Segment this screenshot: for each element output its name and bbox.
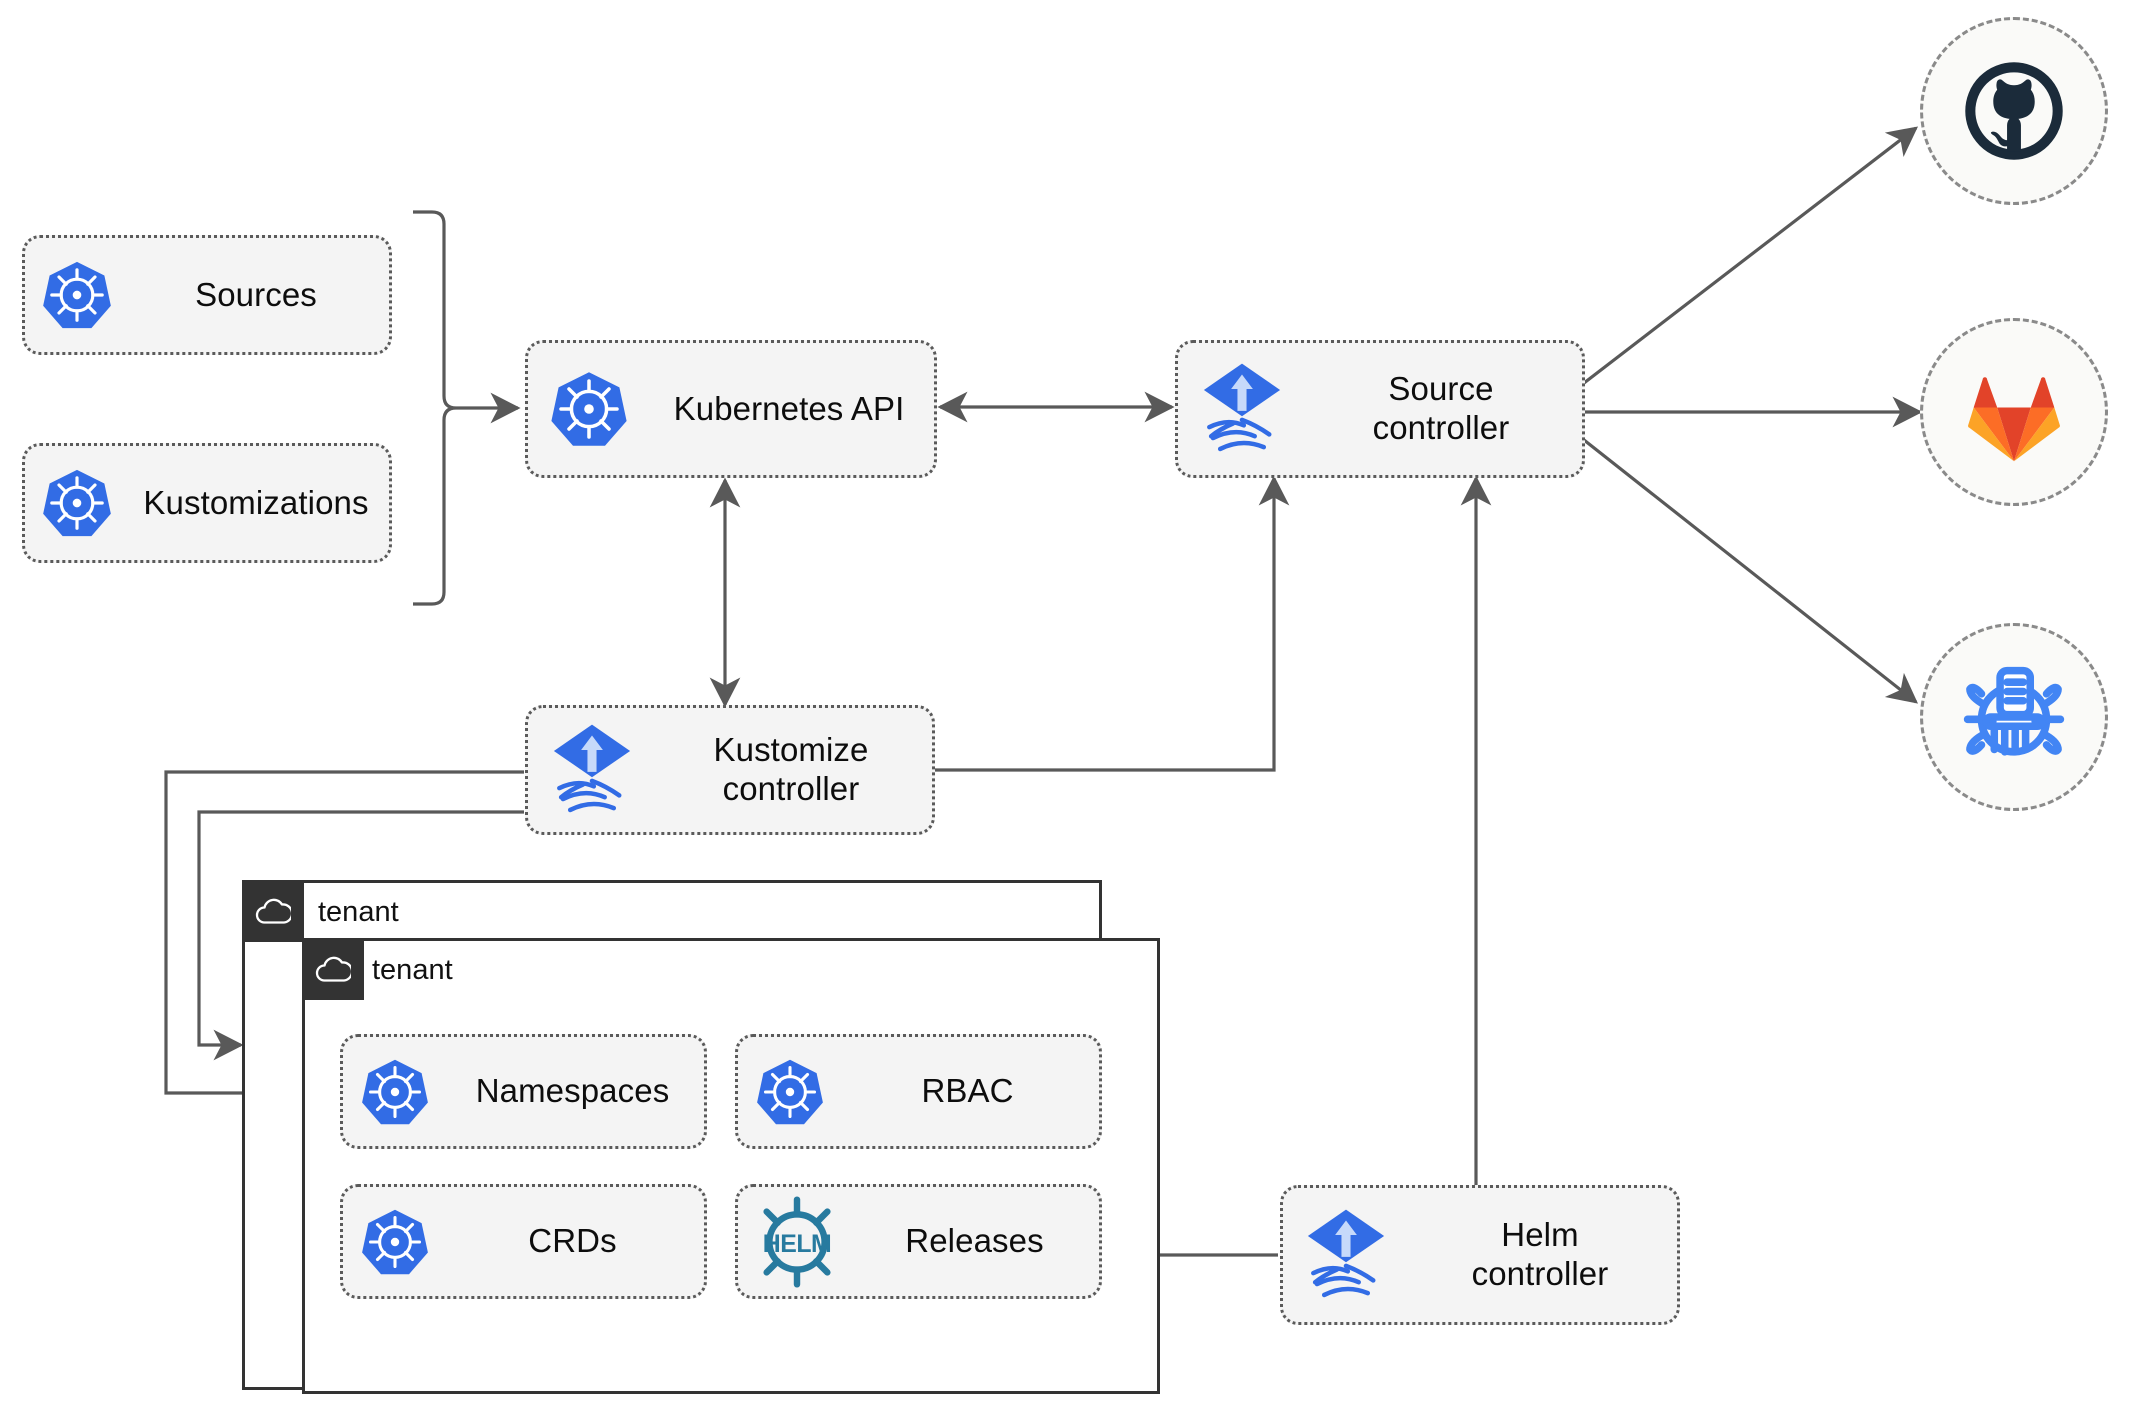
node-helm-controller[interactable]: Helm controller: [1280, 1185, 1680, 1325]
node-kustomizations[interactable]: Kustomizations: [22, 443, 392, 563]
kubernetes-icon: [25, 467, 129, 539]
remote-gitlab[interactable]: [1920, 318, 2108, 506]
node-label: Sources: [195, 275, 317, 313]
node-crds[interactable]: CRDs: [340, 1184, 707, 1299]
node-label: Kustomizations: [143, 483, 369, 521]
node-label: Kustomize controller: [713, 731, 869, 807]
tenant-tab-front: [302, 938, 364, 1000]
cloud-icon: [255, 898, 291, 924]
github-icon: [1965, 62, 2063, 160]
node-label: CRDs: [528, 1222, 617, 1260]
kubernetes-icon: [343, 1207, 447, 1277]
tenant-label-front: tenant: [372, 954, 453, 986]
flux-icon: [1283, 1206, 1409, 1304]
kubernetes-icon: [738, 1057, 842, 1127]
node-rbac[interactable]: RBAC: [735, 1034, 1102, 1149]
edge-source-github: [1583, 126, 1919, 385]
node-releases[interactable]: HELM Releases: [735, 1184, 1102, 1299]
cloud-icon: [315, 956, 351, 982]
node-label: Releases: [905, 1222, 1044, 1260]
svg-text:HELM: HELM: [763, 1231, 832, 1258]
node-sources[interactable]: Sources: [22, 235, 392, 355]
node-label: RBAC: [921, 1072, 1014, 1110]
node-label: Kubernetes API: [673, 389, 905, 427]
remote-github[interactable]: [1920, 17, 2108, 205]
helm-repository-icon: [1963, 666, 2065, 756]
kubernetes-icon: [343, 1057, 447, 1127]
helm-icon: HELM: [738, 1195, 856, 1288]
group-brace: [413, 210, 457, 606]
node-source-controller[interactable]: Source controller: [1175, 340, 1585, 478]
node-kubernetes-api[interactable]: Kubernetes API: [525, 340, 937, 478]
kubernetes-icon: [25, 259, 129, 331]
node-label: Source controller: [1372, 370, 1510, 446]
flux-icon: [1178, 360, 1306, 458]
tenant-label-back: tenant: [318, 896, 399, 928]
node-label: Namespaces: [475, 1072, 670, 1110]
edge-source-helmrepo: [1583, 438, 1919, 704]
gitlab-icon: [1968, 377, 2060, 462]
node-label: Helm controller: [1471, 1216, 1609, 1292]
flux-icon: [528, 721, 656, 819]
remote-helm-repository[interactable]: [1920, 623, 2108, 811]
tenant-frame-front: [302, 938, 1160, 1394]
edge-kustomize-source: [932, 475, 1290, 772]
node-namespaces[interactable]: Namespaces: [340, 1034, 707, 1149]
node-kustomize-controller[interactable]: Kustomize controller: [525, 705, 935, 835]
kubernetes-icon: [528, 369, 650, 449]
tenant-tab-back: [242, 880, 304, 942]
